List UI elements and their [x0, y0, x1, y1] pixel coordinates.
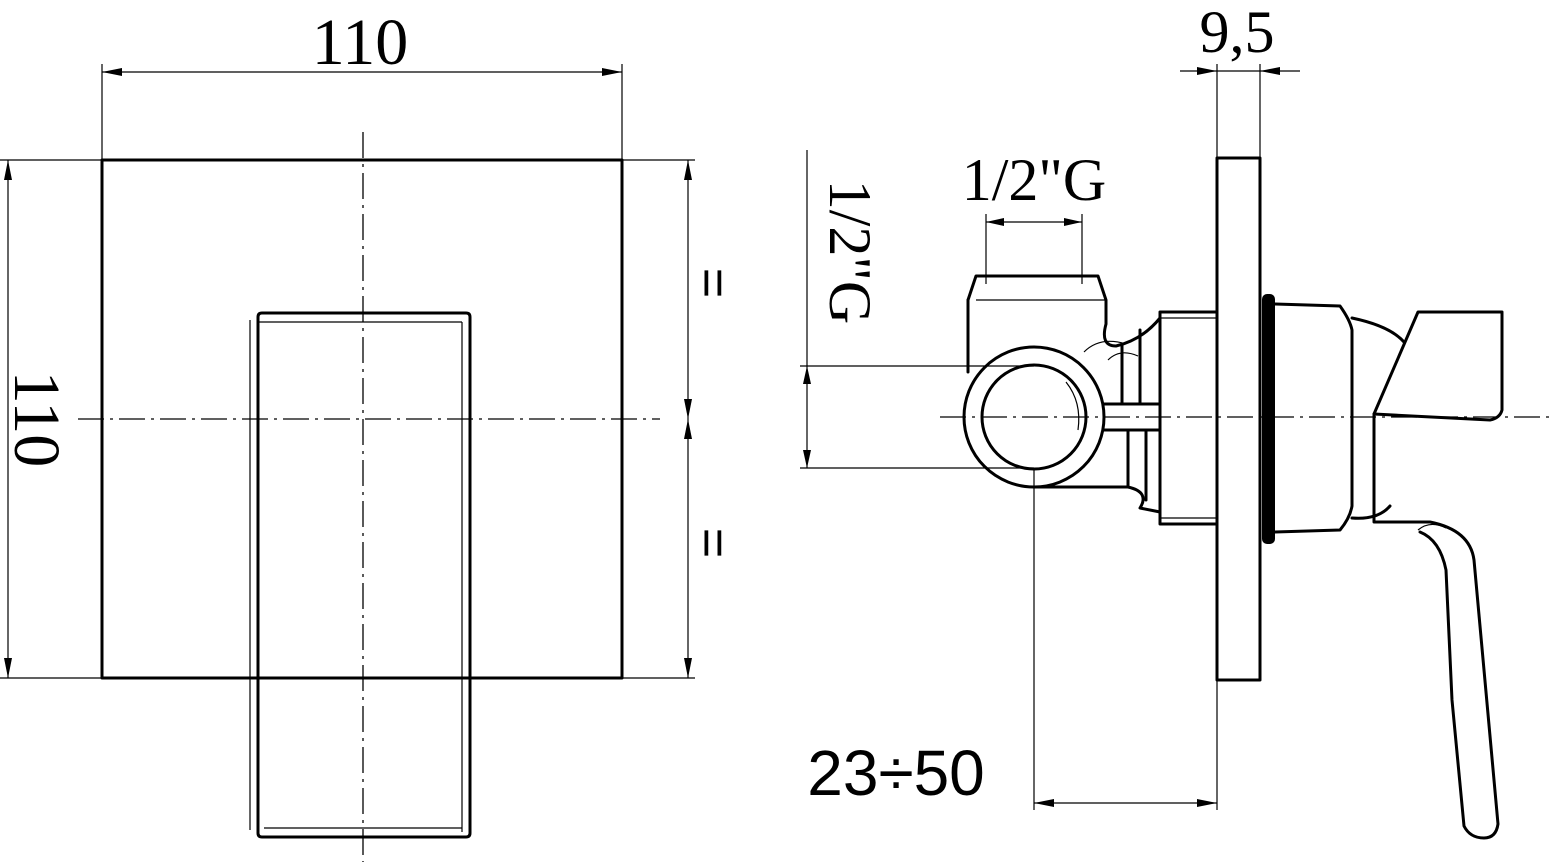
valve-body [962, 274, 1219, 526]
side-view: 9,5 1/2"G 1/2"G 23÷50 [800, 0, 1550, 840]
width-dimension: 110 [101, 6, 623, 160]
depth-range-label: 23÷50 [807, 737, 985, 809]
thread-side-label: 1/2"G [817, 180, 883, 325]
depth-range-dimension: 23÷50 [807, 470, 1218, 810]
side-wall-plate [1215, 156, 1262, 682]
handle-collar [1273, 302, 1406, 534]
front-view: 110 110 = = [0, 6, 742, 862]
equal-bottom-label: = [684, 528, 742, 558]
thread-top-dimension: 1/2"G [962, 147, 1107, 284]
front-lever-handle [249, 311, 472, 839]
height-dimension: 110 [0, 159, 102, 679]
equal-top-label: = [684, 268, 742, 298]
plate-thickness-label: 9,5 [1200, 0, 1275, 65]
equal-split-dimension: = = [622, 159, 742, 679]
thread-side-dimension: 1/2"G [800, 150, 1034, 469]
height-label: 110 [0, 371, 73, 468]
thread-top-label: 1/2"G [962, 147, 1107, 213]
width-label: 110 [312, 6, 409, 79]
seal-ring [1262, 294, 1275, 544]
side-lever [1372, 310, 1504, 840]
plate-thickness-dimension: 9,5 [1180, 0, 1300, 158]
